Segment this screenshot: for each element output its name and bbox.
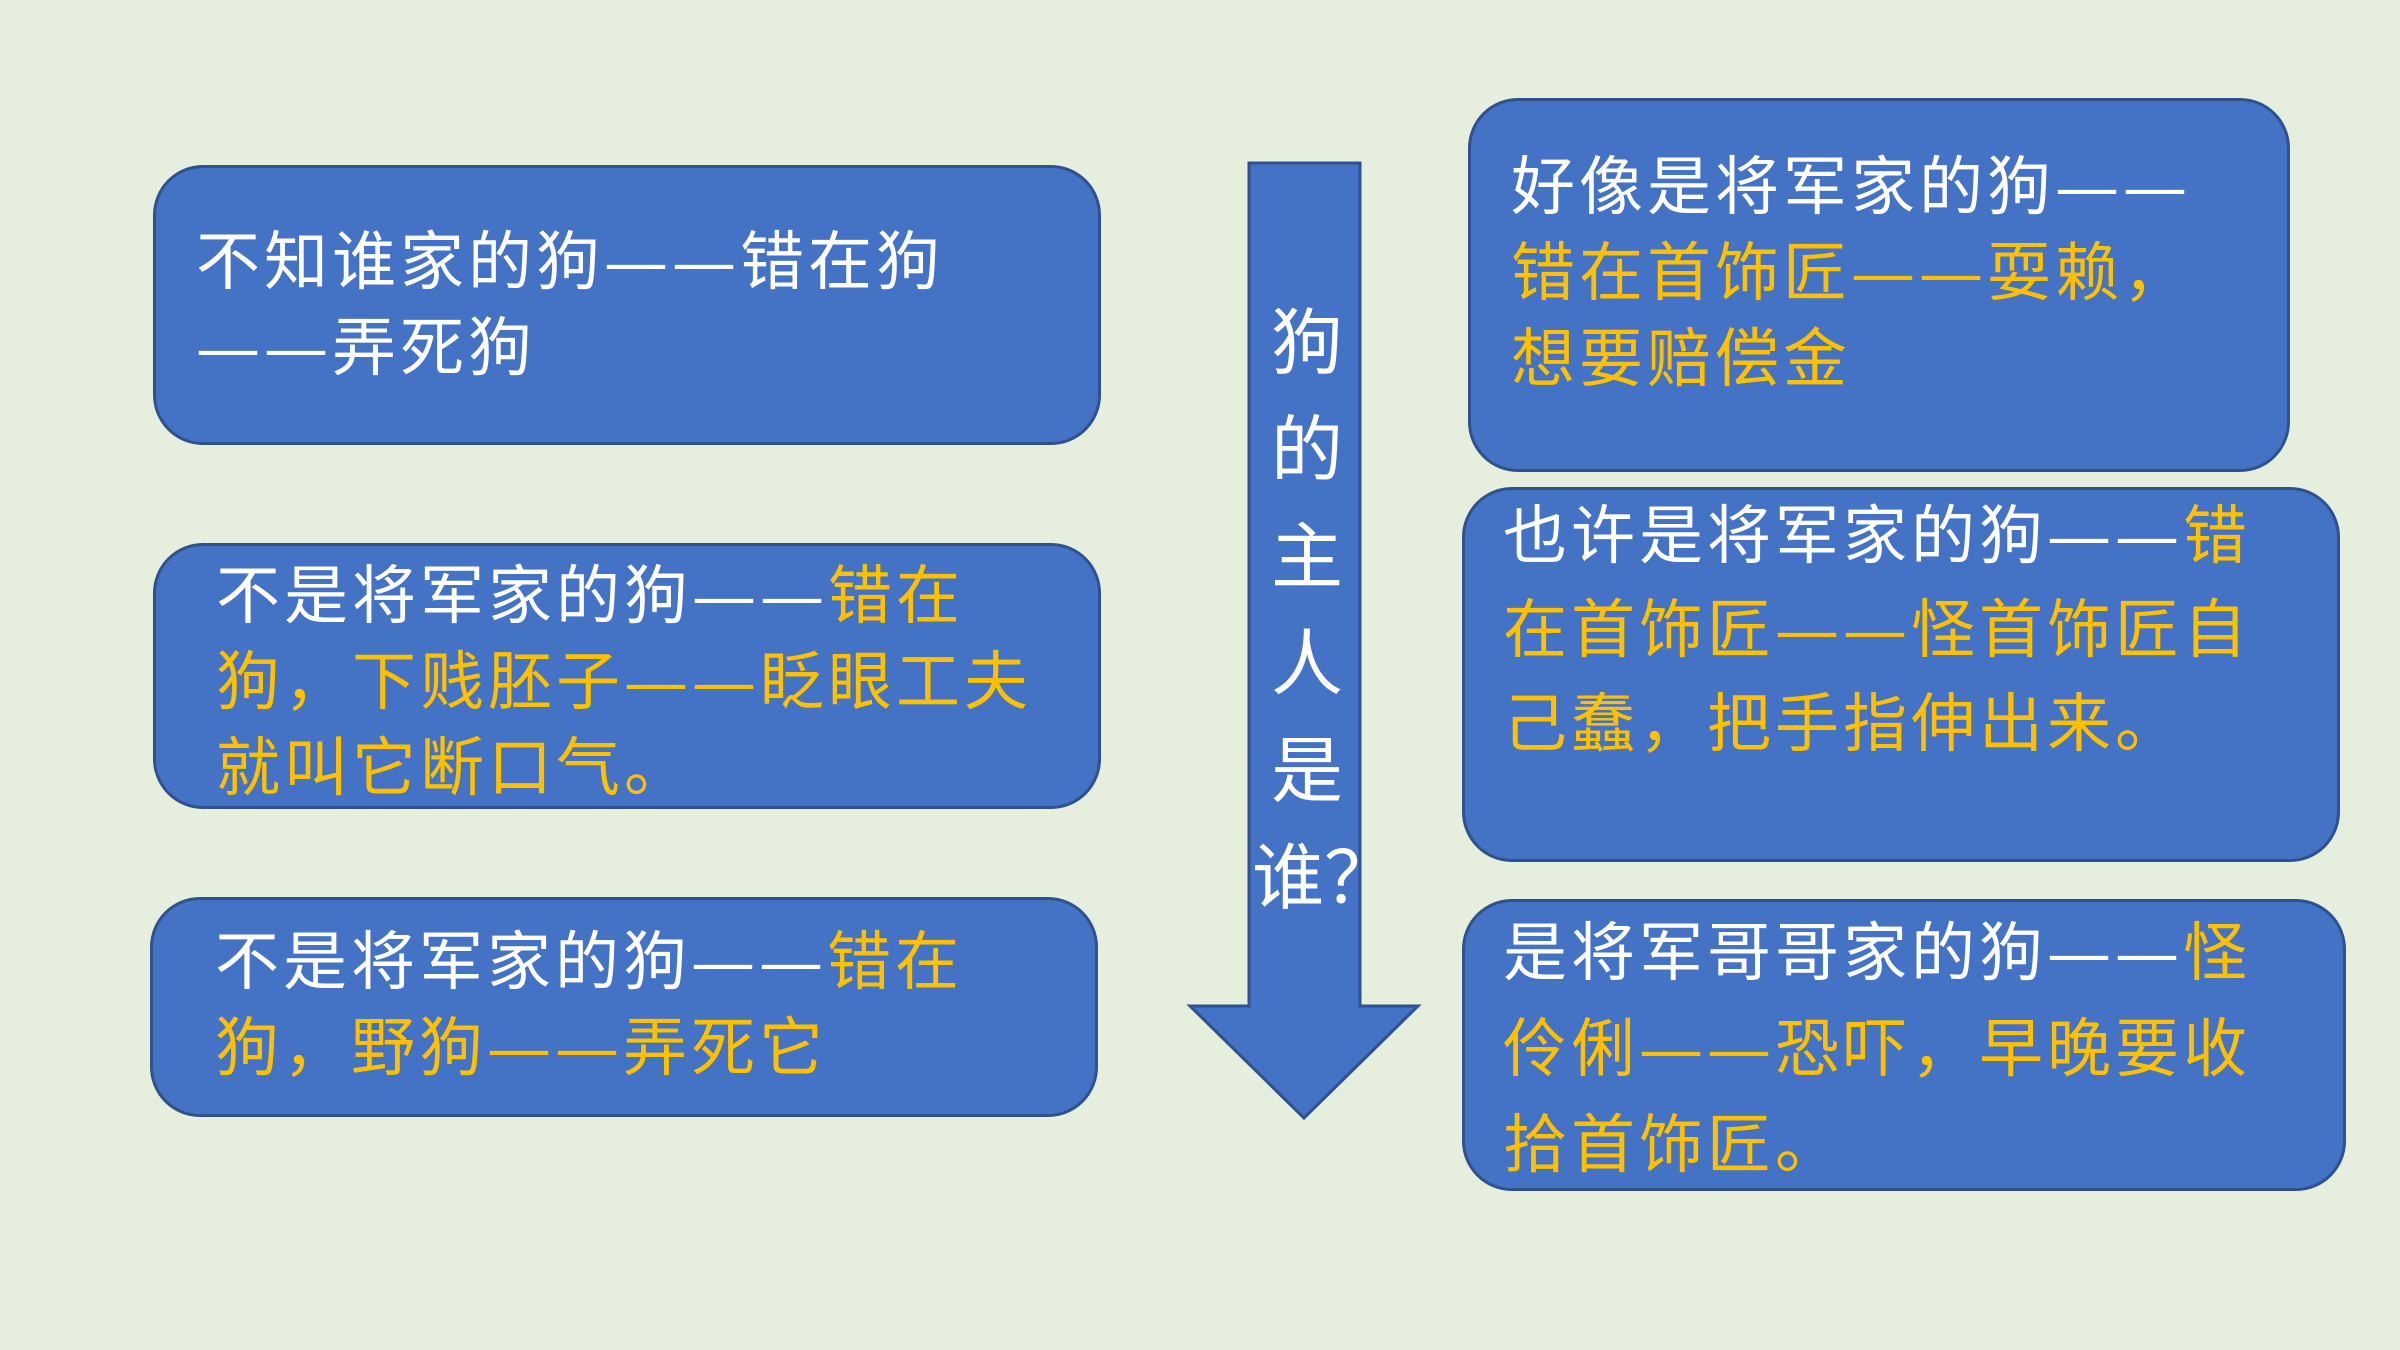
left-box-2-text: 不是将军家的狗—— [216, 560, 828, 634]
arrow-char: 谁？ [1252, 836, 1397, 920]
right-box-2: 也许是将军家的狗——错在首饰匠——怪首饰匠自己蠢，把手指伸出来。 [1462, 487, 2340, 862]
arrow-char: 的 [1270, 408, 1343, 492]
arrow-char: 主 [1270, 515, 1343, 599]
right-box-3: 是将军哥哥家的狗——怪伶俐——恐吓，早晚要收拾首饰匠。 [1462, 899, 2346, 1191]
right-box-1-text: 好像是将军家的狗—— [1511, 151, 2191, 225]
left-box-3-text: 不是将军家的狗—— [215, 926, 827, 1000]
right-box-1: 好像是将军家的狗—— 错在首饰匠——耍赖，想要赔偿金 [1468, 98, 2290, 472]
arrow-question: 狗 的 主 人 是 谁？ [1252, 290, 1397, 932]
right-box-2-highlight: 错在首饰匠——怪首饰匠自己蠢，把手指伸出来。 [1503, 500, 2251, 762]
right-box-3-highlight: 怪伶俐——恐吓，早晚要收拾首饰匠。 [1503, 917, 2251, 1183]
right-box-1-highlight: 错在首饰匠——耍赖，想要赔偿金 [1511, 237, 2191, 397]
arrow-char: 是 [1270, 729, 1343, 813]
right-box-2-text: 也许是将军家的狗—— [1503, 500, 2183, 574]
arrow-char: 狗 [1270, 301, 1343, 385]
arrow-char: 人 [1270, 622, 1343, 706]
left-box-2-highlight: 错在狗，下贱胚子——眨眼工夫就叫它断口气。 [216, 560, 1032, 806]
left-box-1: 不知谁家的狗——错在狗——弄死狗 [153, 165, 1101, 445]
left-box-2: 不是将军家的狗——错在狗，下贱胚子——眨眼工夫就叫它断口气。 [153, 543, 1101, 809]
left-box-3-highlight: 错在狗，野狗——弄死它 [215, 926, 963, 1086]
left-box-1-text: 不知谁家的狗——错在狗——弄死狗 [196, 226, 944, 386]
left-box-3: 不是将军家的狗——错在狗，野狗——弄死它 [150, 897, 1098, 1117]
right-box-3-text: 是将军哥哥家的狗—— [1503, 917, 2183, 991]
